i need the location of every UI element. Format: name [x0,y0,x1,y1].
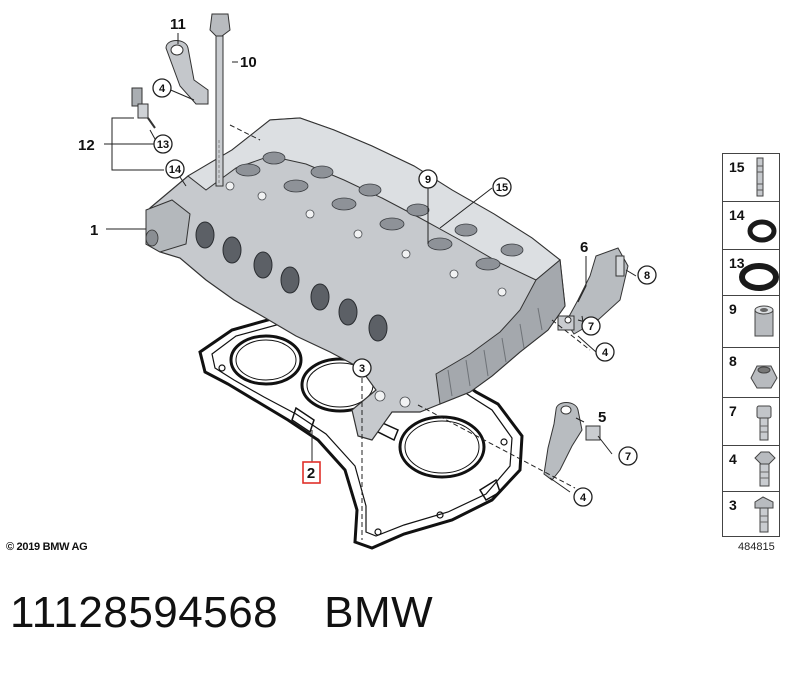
hex-collar-nut-icon [750,365,778,389]
diagram-number: 484815 [738,541,775,553]
callout-4-top: 4 [159,83,166,95]
copyright-notice: © 2019 BMW AG [6,541,88,553]
callout-3: 3 [359,363,365,375]
torx-bolt-icon [754,496,774,533]
legend-number: 13 [729,255,745,271]
socket-head-screw-icon [756,405,772,441]
cylinder-head [145,117,566,441]
large-o-ring-icon [739,263,779,291]
legend-item-13[interactable]: 13 [723,250,779,296]
temperature-sensor-12 [131,87,156,129]
stud-bolt-icon [756,157,764,197]
callout-4-middle: 4 [602,347,609,359]
cylinder-head-bolt [209,13,231,187]
lifting-bracket-11 [165,40,209,105]
part-number: 11128594568 [10,588,279,637]
legend-item-7[interactable]: 7 [723,398,779,446]
part-number-line: 11128594568 BMW [10,588,433,638]
legend-number: 7 [729,403,737,419]
legend-number: 14 [729,207,745,223]
legend-number: 3 [729,497,737,513]
callout-6: 6 [580,239,588,256]
callout-13: 13 [157,139,169,151]
callout-15: 15 [496,182,508,194]
callout-2-highlighted: 2 [307,465,315,482]
callout-1: 1 [90,222,98,239]
legend-item-4[interactable]: 4 [723,446,779,492]
parts-legend: 15 14 13 9 8 7 [722,153,780,537]
callout-10: 10 [240,54,257,71]
legend-item-9[interactable]: 9 [723,296,779,348]
legend-number: 4 [729,451,737,467]
brand-name: BMW [324,588,434,637]
callouts: 1 11 10 12 6 5 4 13 14 9 15 8 7 4 [78,16,657,507]
legend-item-14[interactable]: 14 [723,202,779,250]
callout-12: 12 [78,137,95,154]
legend-number: 15 [729,159,745,175]
hex-bolt-icon [754,451,776,487]
dowel-sleeve-icon [754,305,774,337]
leader-lines [104,33,637,493]
small-o-ring-icon [747,219,777,243]
callout-4-bottom: 4 [580,492,587,504]
callout-5: 5 [598,409,606,426]
callout-9: 9 [425,174,431,186]
callout-11: 11 [170,16,186,33]
dashed-leaders [229,124,591,540]
legend-item-8[interactable]: 8 [723,348,779,398]
callout-7-lower: 7 [625,451,631,463]
legend-item-15[interactable]: 15 [723,154,779,202]
callout-7-upper: 7 [588,321,594,333]
engine-bracket-5 [543,402,601,481]
highlight-box [302,461,321,484]
callout-14: 14 [169,164,182,176]
legend-number: 9 [729,301,737,317]
legend-number: 8 [729,353,737,369]
callout-8: 8 [644,270,650,282]
legend-item-3[interactable]: 3 [723,492,779,536]
